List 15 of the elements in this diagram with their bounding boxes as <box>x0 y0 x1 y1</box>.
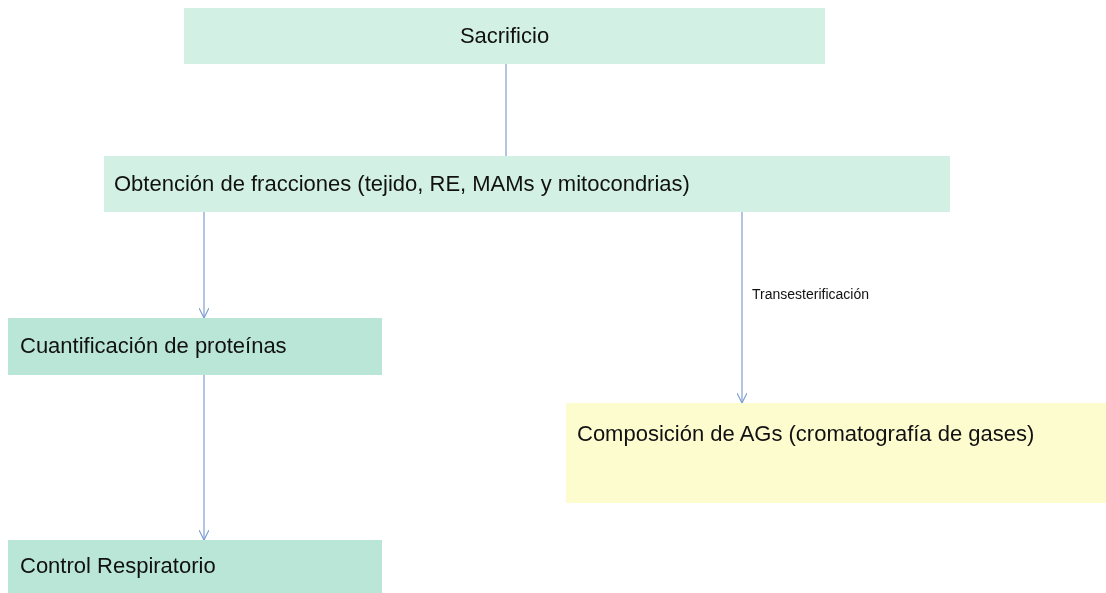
arrow <box>198 211 210 319</box>
box-text: Control Respiratorio <box>20 553 216 580</box>
arrow <box>198 374 210 541</box>
edge-label: Transesterificación <box>752 285 869 302</box>
box-text: Composición de AGs (cromatografía de gases) <box>577 421 1035 448</box>
process-box <box>566 403 1106 503</box>
process-box <box>184 8 825 64</box>
box-text: Sacrificio <box>459 22 550 50</box>
process-box <box>104 156 950 212</box>
box-text: Obtención de fracciones (tejido, RE, MAMs y mitocondrias) <box>114 170 690 198</box>
process-box <box>8 318 382 375</box>
arrow <box>736 211 748 404</box>
process-box <box>8 540 382 593</box>
box-text: Cuantificación de proteínas <box>20 333 287 360</box>
connector-line <box>505 63 507 157</box>
